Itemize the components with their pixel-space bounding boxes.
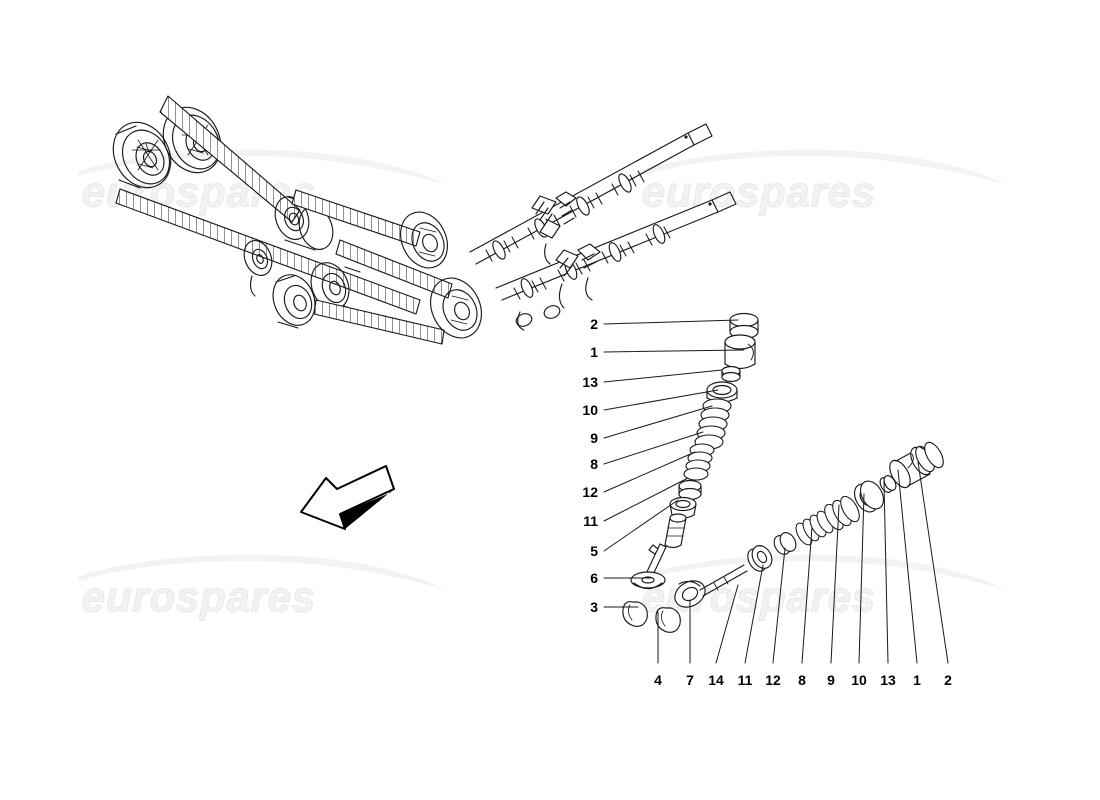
timing-drive-assembly (112, 95, 737, 345)
callout-bottom-leader-9 (830, 504, 840, 664)
camshaft-sprocket-upper-left (112, 121, 172, 189)
idler-pulley-b (272, 274, 316, 329)
callout-bottom-leader-12 (772, 547, 786, 664)
part-diag-retainer-10 (853, 480, 885, 513)
part-valve-stem-long (644, 543, 667, 580)
part-valve-head-3 (622, 601, 648, 627)
callout-left-label-3[interactable]: 3 (590, 599, 598, 615)
callout-left-label-2[interactable]: 2 (590, 316, 598, 332)
part-valve-guide (664, 513, 687, 549)
callout-left-label-9[interactable]: 9 (590, 430, 598, 446)
callout-left-label-1[interactable]: 1 (590, 344, 598, 360)
part-diag-spring-seat-12 (773, 532, 797, 555)
callout-left-label-5[interactable]: 5 (590, 543, 598, 559)
cam-follower-group-upper (531, 191, 577, 265)
idler-pulley-a (243, 240, 273, 297)
part-diag-valve-stem-seal-11 (747, 545, 773, 572)
callout-bottom-leader-2 (917, 461, 949, 664)
leader-lines-left (603, 319, 745, 608)
part-shim (721, 365, 741, 383)
cam-follower-group-lower (515, 243, 601, 331)
callout-bottom-label-4[interactable]: 4 (654, 672, 662, 688)
callout-bottom-label-10[interactable]: 10 (851, 672, 867, 688)
callout-left-leader-12 (603, 451, 696, 493)
callout-left-leader-8 (603, 431, 704, 465)
callout-left-label-8[interactable]: 8 (590, 456, 598, 472)
callout-left-label-11[interactable]: 11 (583, 513, 598, 529)
part-lower-spring-seat (678, 479, 702, 501)
callout-bottom-label-9[interactable]: 9 (827, 672, 835, 688)
part-tappet-body (724, 334, 756, 370)
direction-arrow (300, 465, 395, 530)
callout-left-leader-5 (603, 499, 679, 552)
callout-left-label-10[interactable]: 10 (582, 402, 598, 418)
camshaft-sprocket-right-upper (400, 211, 448, 269)
callout-left-label-12[interactable]: 12 (582, 484, 598, 500)
callout-bottom-label-7[interactable]: 7 (686, 672, 694, 688)
part-diag-valve-stem-14 (699, 564, 748, 597)
part-valve-head-6 (630, 571, 666, 590)
callout-bottom-label-13[interactable]: 13 (880, 672, 896, 688)
part-diag-outer-spring-9 (824, 495, 860, 531)
callout-bottom-leader-8 (801, 526, 813, 664)
callout-left-leader-9 (603, 405, 713, 439)
callout-bottom-leader-14 (715, 584, 739, 664)
timing-belt-upper (115, 95, 421, 315)
callout-left-leader-2 (603, 319, 739, 325)
part-diag-valve-head-7 (674, 580, 706, 608)
valve-train-exploded-vertical (622, 312, 759, 627)
callout-bottom-label-1[interactable]: 1 (913, 672, 921, 688)
callout-left-label-6[interactable]: 6 (590, 570, 598, 586)
leader-lines-bottom (657, 461, 949, 664)
callout-bottom-label-8[interactable]: 8 (798, 672, 806, 688)
callout-left-leader-11 (603, 477, 689, 522)
part-diag-shim-13 (879, 475, 897, 493)
callout-bottom-leader-13 (883, 481, 889, 664)
callout-left-label-13[interactable]: 13 (582, 374, 598, 390)
part-tappet-cap (729, 312, 759, 340)
callout-bottom-label-12[interactable]: 12 (765, 672, 781, 688)
callout-left-leader-10 (603, 389, 719, 411)
timing-belt-lower (291, 189, 453, 345)
callout-bottom-label-2[interactable]: 2 (944, 672, 952, 688)
camshaft-upper (469, 123, 713, 265)
callout-bottom-leader-11 (744, 564, 764, 664)
idler-pulley-c (310, 262, 361, 313)
part-diag-valve-head-4 (655, 607, 681, 633)
camshaft-sprocket-right-lower (430, 277, 482, 339)
callout-bottom-leader-1 (897, 469, 918, 664)
callout-bottom-label-14[interactable]: 14 (708, 672, 724, 688)
callout-left-leader-1 (603, 349, 745, 353)
callout-bottom-leader-10 (858, 493, 865, 664)
tensioner-pulley-main (274, 196, 334, 251)
callout-left-leader-13 (603, 369, 723, 383)
part-outer-valve-spring (694, 398, 732, 450)
part-inner-valve-spring (683, 443, 715, 481)
part-diag-tappet-cap-2 (915, 441, 944, 473)
valve-train-exploded-diagonal (655, 441, 944, 633)
callout-bottom-label-11[interactable]: 11 (737, 672, 753, 688)
